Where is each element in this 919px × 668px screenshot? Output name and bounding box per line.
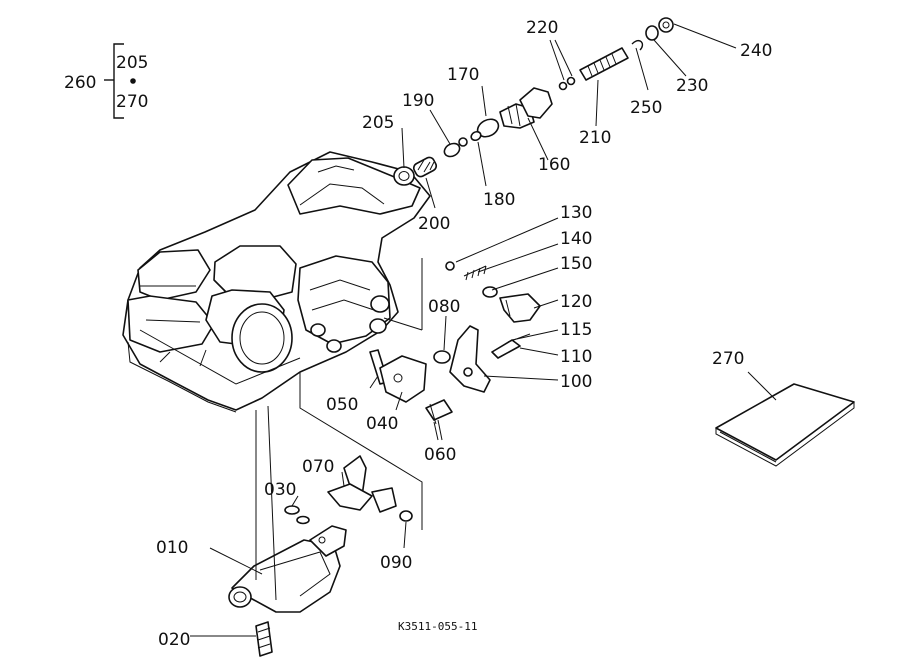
label-110: 110 <box>560 347 592 367</box>
label-270: 270 <box>712 349 744 369</box>
label-115: 115 <box>560 320 592 340</box>
label-160: 160 <box>538 155 570 175</box>
label-group-member-270: 270 <box>116 92 148 112</box>
label-200: 200 <box>418 214 450 234</box>
label-group-260: 260 <box>64 73 96 93</box>
label-100: 100 <box>560 372 592 392</box>
label-090: 090 <box>380 553 412 573</box>
label-070: 070 <box>302 457 334 477</box>
label-140: 140 <box>560 229 592 249</box>
label-210: 210 <box>579 128 611 148</box>
label-205: 205 <box>362 113 394 133</box>
label-130: 130 <box>560 203 592 223</box>
label-230: 230 <box>676 76 708 96</box>
label-080: 080 <box>428 297 460 317</box>
label-060: 060 <box>424 445 456 465</box>
leader-lines <box>190 23 777 637</box>
lower-valve-body <box>228 455 413 657</box>
label-050: 050 <box>326 395 358 415</box>
label-020: 020 <box>158 630 190 650</box>
label-240: 240 <box>740 41 772 61</box>
label-190: 190 <box>402 91 434 111</box>
label-group-member-205: 205 <box>116 53 148 73</box>
label-180: 180 <box>483 190 515 210</box>
valve-stack-upper <box>412 17 674 178</box>
cover-plate-group <box>369 349 453 441</box>
label-220: 220 <box>526 18 558 38</box>
check-valve-mid <box>445 261 541 323</box>
label-030: 030 <box>264 480 296 500</box>
label-040: 040 <box>366 414 398 434</box>
label-250: 250 <box>630 98 662 118</box>
drawing-code: K3511-055-11 <box>398 620 477 633</box>
label-010: 010 <box>156 538 188 558</box>
housing-body <box>122 151 431 413</box>
label-150: 150 <box>560 254 592 274</box>
label-170: 170 <box>447 65 479 85</box>
manual-booklet <box>715 383 855 467</box>
group-bracket-260 <box>104 43 136 119</box>
part-labels: 260 205 270 220 240 170 230 190 250 205 … <box>64 18 772 650</box>
lever-pin-group <box>433 325 531 393</box>
label-120: 120 <box>560 292 592 312</box>
